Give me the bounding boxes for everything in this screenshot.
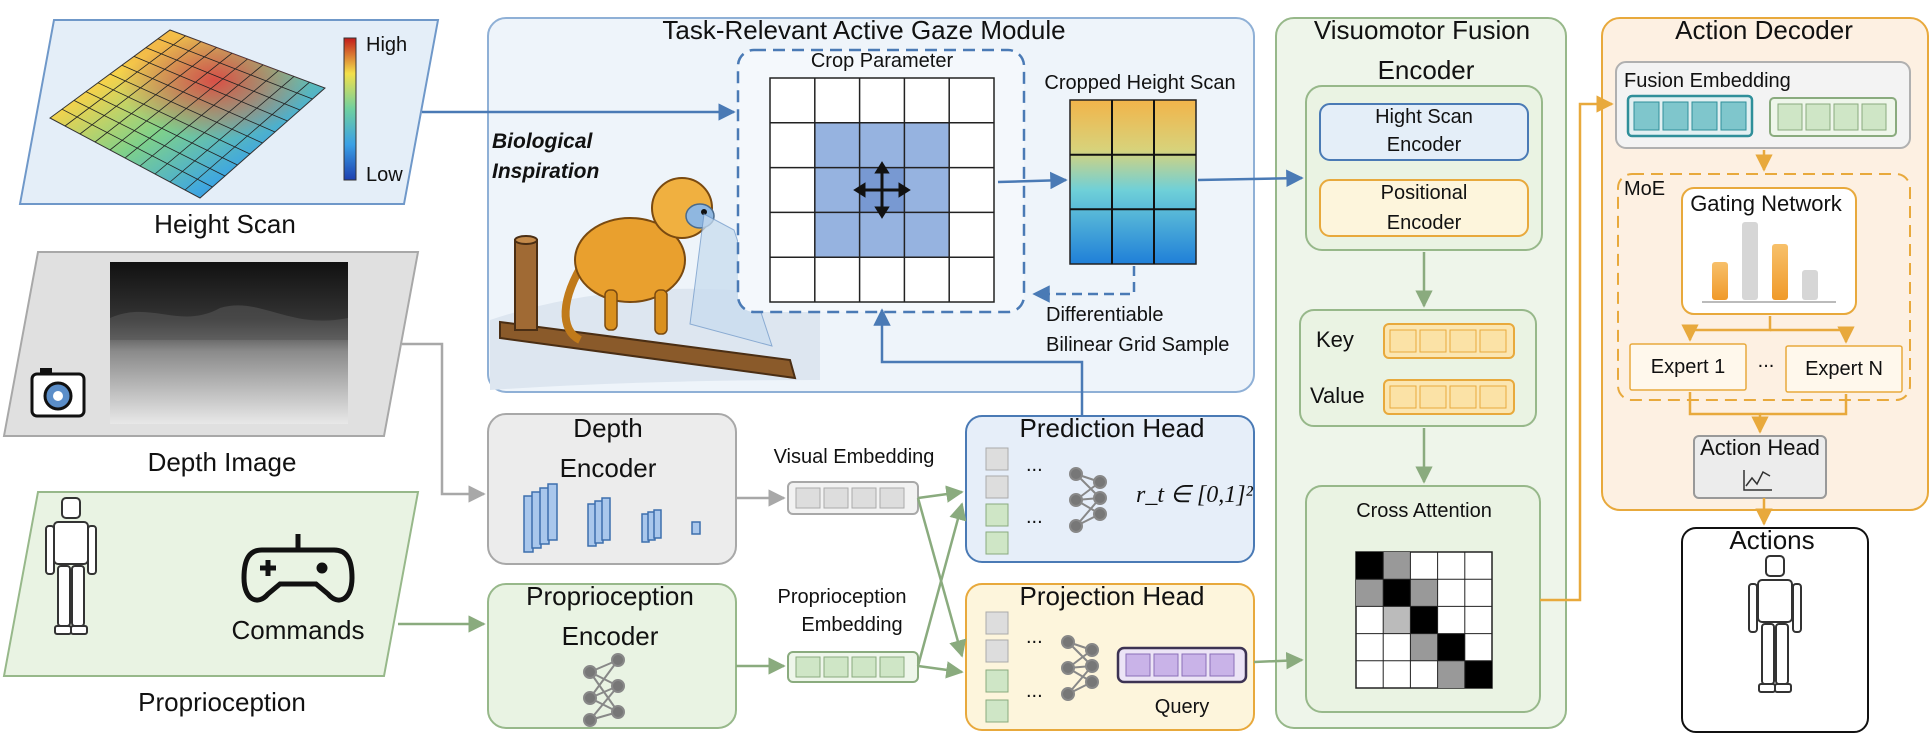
depth-encoder-line1: Depth [573, 413, 643, 443]
bio-inspiration-line1: Biological [492, 130, 593, 153]
expert-n-label: Expert N [1805, 358, 1883, 380]
hight-scan-encoder-line1: Hight Scan [1375, 106, 1473, 128]
prediction-head-box [965, 415, 1255, 563]
visual-embedding-label: Visual Embedding [773, 446, 935, 468]
prediction-dots-2: ... [1026, 506, 1043, 528]
proprio-embedding-bar [787, 651, 919, 683]
fusion-encoder-line1: Visuomotor Fusion [1313, 15, 1531, 45]
expert-dots: ... [1757, 350, 1775, 372]
expert-1-label: Expert 1 [1650, 356, 1726, 378]
actions-box [1681, 527, 1869, 733]
action-decoder-box [1601, 17, 1929, 511]
bio-inspiration-line2: Inspiration [492, 160, 600, 183]
moe-label: MoE [1624, 178, 1666, 200]
cropped-height-scan-title: Cropped Height Scan [1044, 72, 1236, 94]
depth-image-panel [2, 251, 420, 437]
fusion-encoder-line2: Encoder [1377, 55, 1475, 85]
depth-encoder-box [487, 413, 737, 565]
ratio-formula: r_t ∈ [0,1]² [1136, 482, 1253, 508]
fusion-encoder-box [1275, 17, 1567, 729]
gaze-module-title: Task-Relevant Active Gaze Module [662, 15, 1066, 45]
differentiable-label: Differentiable [1046, 304, 1164, 326]
prediction-dots-1: ... [1026, 454, 1043, 476]
projection-dots-1: ... [1026, 626, 1043, 648]
cross-attention-title: Cross Attention [1356, 500, 1492, 522]
chart-icon [1743, 470, 1772, 491]
commands-label: Commands [231, 615, 365, 645]
robot-icon-actions [1748, 555, 1802, 693]
proprio-encoder-line2: Encoder [561, 621, 659, 651]
action-head-title: Action Head [1700, 435, 1820, 460]
move-arrows-icon [853, 161, 911, 219]
key-label: Key [1316, 327, 1354, 352]
positional-encoder-line1: Positional [1380, 182, 1468, 204]
height-scan-panel [18, 19, 440, 205]
conv-blocks [523, 483, 701, 553]
connector-arrows [398, 95, 1855, 679]
visual-embedding-bar [787, 481, 919, 515]
proprio-embedding-line2: Embedding [801, 614, 903, 636]
proprio-encoder-line1: Proprioception [526, 581, 694, 611]
gating-network-title: Gating Network [1690, 191, 1842, 216]
crop-parameter-title: Crop Parameter [810, 50, 954, 72]
depth-image-title: Depth Image [147, 447, 297, 477]
projection-dots-2: ... [1026, 680, 1043, 702]
gating-bars [1702, 222, 1836, 303]
colorbar [343, 37, 357, 181]
robot-icon [45, 497, 97, 635]
height-scan-grid [61, 35, 313, 191]
attention-matrix [1355, 551, 1493, 689]
positional-encoder-line2: Encoder [1386, 212, 1462, 234]
gamepad-icon [241, 534, 355, 603]
projection-head-title: Projection Head [1019, 581, 1205, 611]
depth-encoder-line2: Encoder [559, 453, 657, 483]
proprioception-panel [2, 491, 420, 677]
mlp-icon-proprio [583, 653, 625, 727]
mlp-icon-prediction [1069, 467, 1107, 533]
action-decoder-title: Action Decoder [1675, 15, 1853, 45]
proprio-embedding-line1: Proprioception [777, 586, 907, 608]
legend-high-label: High [366, 34, 408, 56]
camera-icon [30, 368, 86, 418]
crop-parameter-box [736, 48, 1026, 314]
prediction-head-title: Prediction Head [1019, 413, 1205, 443]
fusion-embedding-label: Fusion Embedding [1624, 70, 1791, 92]
proprio-encoder-box [487, 583, 737, 729]
height-scan-title: Height Scan [154, 209, 296, 239]
legend-low-label: Low [366, 164, 403, 186]
cropped-height-scan [1069, 99, 1197, 265]
proprioception-title: Proprioception [138, 687, 306, 717]
projection-head-box [965, 583, 1255, 731]
value-label: Value [1310, 383, 1365, 408]
bilinear-grid-sample-label: Bilinear Grid Sample [1046, 334, 1230, 356]
mlp-icon-projection [1061, 635, 1099, 701]
hight-scan-encoder-line2: Encoder [1386, 134, 1462, 156]
query-label: Query [1154, 696, 1210, 718]
actions-title: Actions [1729, 525, 1815, 555]
